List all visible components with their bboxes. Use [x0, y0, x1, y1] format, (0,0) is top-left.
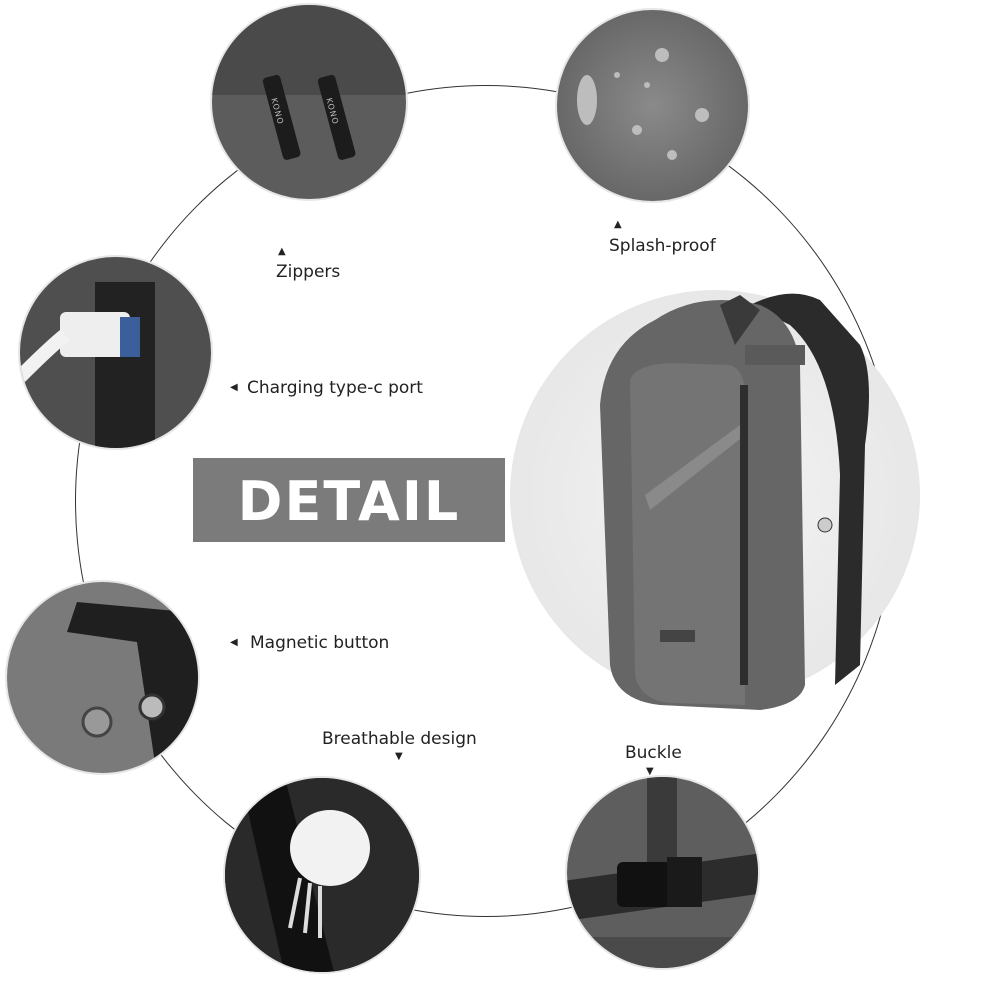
breathable-design-detail-image [223, 776, 421, 974]
breathable-design-arrow-icon: ▼ [395, 751, 403, 762]
breathable-design-label: Breathable design [322, 729, 477, 749]
detail-banner-title: DETAIL [237, 470, 461, 533]
magnetic-button-detail-image [5, 580, 200, 775]
zippers-detail-image: KONO KONO [210, 3, 408, 201]
backpack-image [600, 293, 869, 710]
buckle-arrow-icon: ▼ [646, 766, 654, 777]
buckle-detail-image [565, 775, 760, 970]
splash-proof-detail-image [555, 8, 750, 203]
zippers-arrow-icon: ▲ [278, 246, 286, 257]
magnetic-button-label: Magnetic button [250, 633, 390, 653]
buckle-label: Buckle [625, 743, 682, 763]
charging-port-label: Charging type-c port [247, 378, 423, 398]
splash-proof-label: Splash-proof [609, 236, 716, 256]
detail-banner: DETAIL [193, 458, 505, 542]
charging-port-detail-image [18, 255, 213, 450]
magnetic-button-arrow-icon: ◀ [230, 637, 238, 648]
splash-proof-arrow-icon: ▲ [614, 219, 622, 230]
zippers-label: Zippers [276, 262, 341, 282]
charging-port-arrow-icon: ◀ [230, 382, 238, 393]
